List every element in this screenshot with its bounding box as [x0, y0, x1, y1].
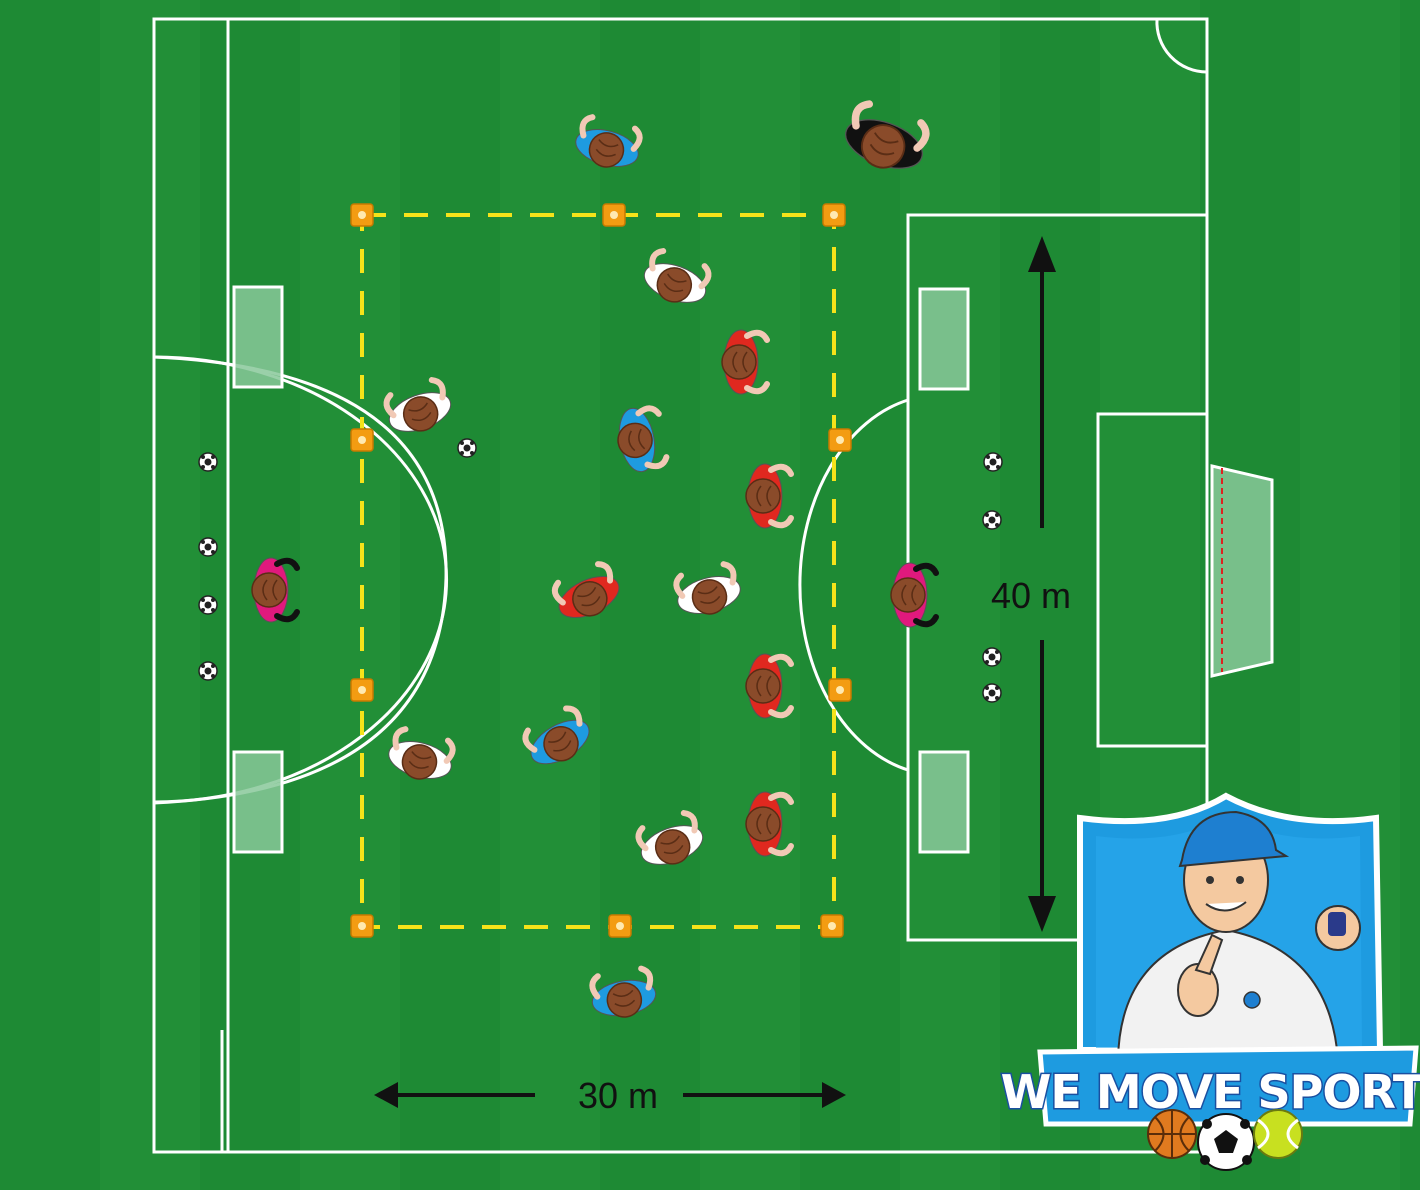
- player-icon: [745, 653, 794, 719]
- cone-icon: [828, 678, 852, 702]
- player-icon: [388, 726, 456, 780]
- player-icon: [575, 114, 643, 168]
- goalkeeper-icon: [890, 562, 939, 628]
- cone-icon: [602, 203, 626, 227]
- ball-icon: [982, 510, 1002, 530]
- we-move-sports-logo: WE MOVE SPORTS: [999, 792, 1420, 1171]
- penalty-arc: [798, 398, 909, 772]
- large-goal: [1210, 464, 1274, 678]
- cone-icon: [828, 428, 852, 452]
- player-icon: [721, 329, 770, 395]
- cone-icon: [822, 203, 846, 227]
- ball-icon: [198, 595, 218, 615]
- cone-icon: [350, 203, 374, 227]
- width-label: 30 m: [578, 1075, 658, 1116]
- player-icon: [745, 463, 794, 529]
- ball-icon: [457, 438, 477, 458]
- small-goal-right-top: [918, 287, 970, 391]
- player-icon: [383, 377, 452, 432]
- height-measure: 40 m: [991, 236, 1071, 932]
- ball-icon: [982, 683, 1002, 703]
- cone-icon: [350, 914, 374, 938]
- tennis-ball-icon: [1253, 1109, 1303, 1159]
- coach-icon: [845, 100, 930, 169]
- player-icon: [745, 791, 794, 857]
- small-goal-left-bottom: [232, 750, 284, 854]
- ball-icon: [198, 537, 218, 557]
- player-icon: [589, 965, 657, 1018]
- player-icon: [635, 810, 704, 865]
- cone-icon: [820, 914, 844, 938]
- player-icon: [673, 561, 741, 615]
- goal-area: [1096, 412, 1209, 748]
- height-label: 40 m: [991, 575, 1071, 616]
- small-goal-right-bottom: [918, 750, 970, 854]
- player-icon: [551, 561, 620, 619]
- width-measure: 30 m: [374, 1075, 846, 1116]
- ball-icon: [198, 661, 218, 681]
- corner-arc: [1155, 18, 1208, 74]
- ball-icon: [983, 452, 1003, 472]
- logo-text: WE MOVE SPORTS: [1001, 1065, 1420, 1119]
- centre-circle: [153, 355, 448, 805]
- cone-icon: [350, 428, 374, 452]
- pitch-lines: [152, 17, 1209, 1154]
- goalkeeper-icon: [251, 557, 300, 623]
- basketball-icon: [1147, 1109, 1197, 1159]
- ball-icon: [982, 647, 1002, 667]
- player-icon: [643, 248, 712, 303]
- ball-icon: [198, 452, 218, 472]
- player-icon: [522, 705, 590, 765]
- player-icon: [617, 405, 670, 473]
- mascot-icon: [1116, 810, 1361, 1061]
- small-goal-left-top: [232, 285, 284, 389]
- cone-icon: [608, 914, 632, 938]
- players: [251, 100, 939, 1018]
- soccer-ball-icon: [1197, 1113, 1255, 1171]
- cone-icon: [350, 678, 374, 702]
